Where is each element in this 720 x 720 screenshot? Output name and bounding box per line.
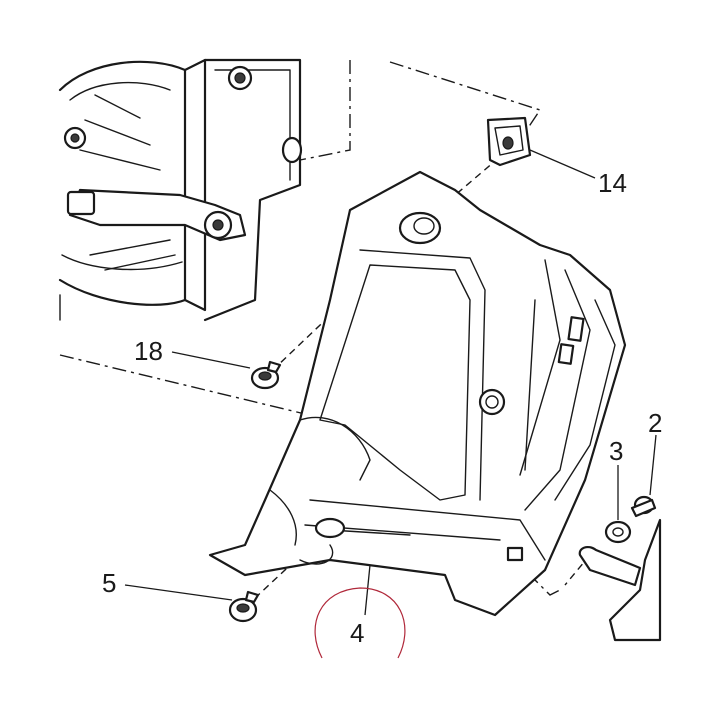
clip-nut-part-14 — [486, 116, 532, 167]
washer-part-3 — [604, 520, 632, 544]
callout-5: 5 — [102, 568, 116, 598]
cover-outline — [208, 170, 627, 617]
bracket-arm — [68, 188, 247, 242]
callout-3: 3 — [609, 436, 623, 466]
bolt-part-2 — [630, 495, 657, 518]
callout-14: 14 — [598, 168, 627, 198]
screw-part-5 — [228, 590, 260, 623]
side-bracket — [578, 518, 662, 642]
slot-2 — [557, 343, 575, 365]
mount-hole-bottom — [314, 517, 346, 539]
callout-2: 2 — [648, 408, 662, 438]
engine-assembly — [58, 58, 303, 322]
screw-part-18 — [250, 360, 282, 390]
mount-boss — [478, 388, 506, 416]
mount-hole-top — [398, 211, 442, 245]
lower-slot — [506, 546, 524, 562]
slot-1 — [567, 316, 585, 342]
hex-nut — [66, 190, 96, 216]
callout-4: 4 — [350, 618, 364, 648]
leader-lines — [124, 149, 657, 616]
highlight-circle — [314, 587, 406, 659]
callout-18: 18 — [134, 336, 163, 366]
engine-cover-part-4 — [208, 170, 627, 617]
housing-hole — [281, 136, 303, 164]
